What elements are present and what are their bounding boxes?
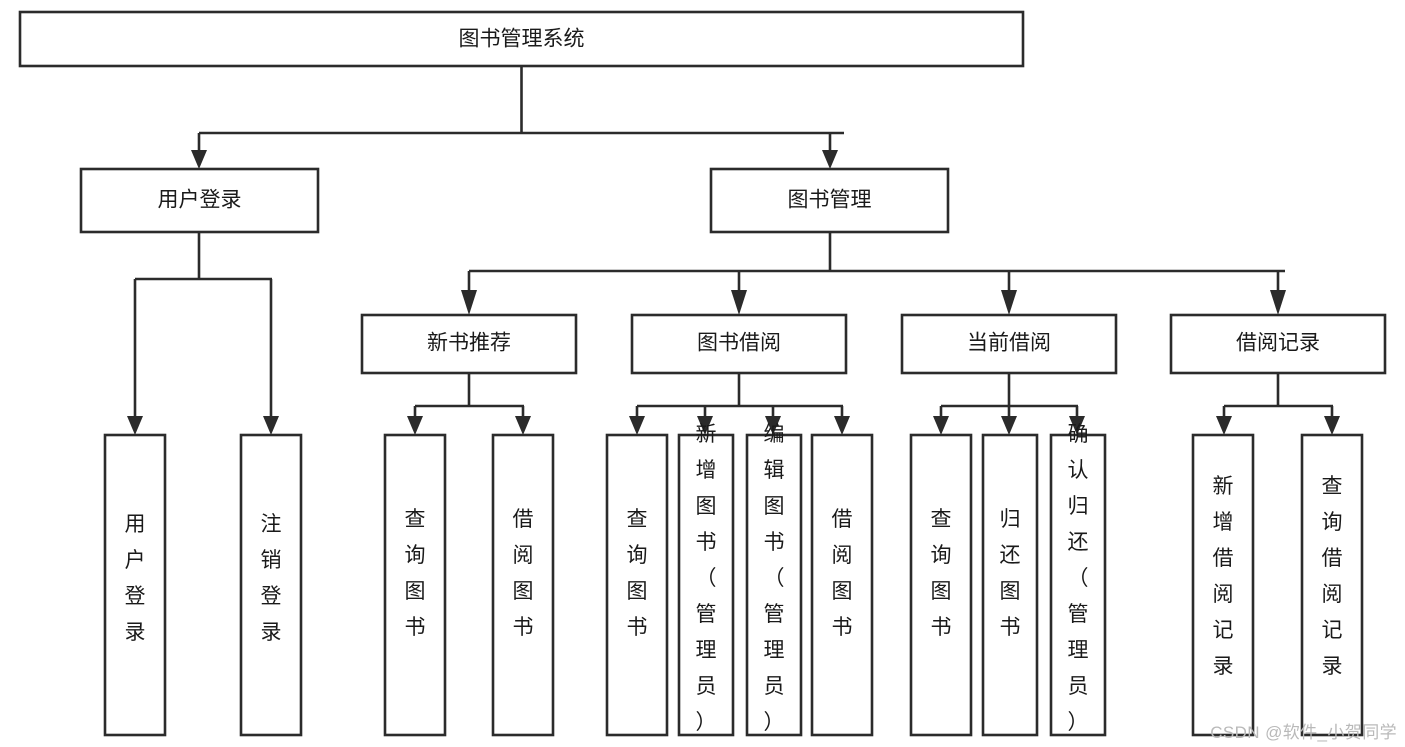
connector-group-new-book-rec-to-leaves [407,373,531,435]
node-leaf-confirm-return-box[interactable] [1049,433,1107,737]
node-leaf-edit-book-box[interactable] [745,433,803,737]
node-book-manage-box[interactable] [709,167,950,234]
node-leaf-logout[interactable]: 注销登录 [239,433,303,737]
connector-group-book-borrow-to-leaves [629,373,850,435]
node-leaf-query-record-label: 查询借阅记录 [1322,475,1343,678]
node-leaf-add-book[interactable]: 新增图书（管理员） [677,423,735,737]
arrowhead-book-borrow [731,290,747,315]
arrowhead-borrow-record [1270,290,1286,315]
node-leaf-add-record[interactable]: 新增借阅记录 [1191,433,1255,737]
arrowhead-current-borrow [1001,290,1017,315]
node-book-borrow-box[interactable] [630,313,848,375]
connector-group-user-login-to-leaves [127,232,279,435]
node-leaf-confirm-return-label: 确认归还（管理员） [1068,423,1089,734]
node-leaf-user-login-box[interactable] [103,433,167,737]
arrowhead-leaf-edit-book [765,416,781,435]
connector-group-root-to-level2 [191,66,844,169]
node-book-borrow-label: 图书借阅 [697,332,781,355]
node-leaf-query-book-1[interactable]: 查询图书 [383,433,447,737]
node-borrow-record[interactable]: 借阅记录 [1169,313,1387,375]
arrowhead-leaf-add-book [697,416,713,435]
node-root-label: 图书管理系统 [459,28,585,51]
node-leaf-add-record-label: 新增借阅记录 [1213,475,1234,678]
arrowhead-book-manage [822,150,838,169]
node-new-book-rec-box[interactable] [360,313,578,375]
node-leaf-query-book-1-label: 查询图书 [405,508,426,639]
node-leaf-edit-book[interactable]: 编辑图书（管理员） [745,423,803,737]
arrowhead-leaf-add-record [1216,416,1232,435]
node-borrow-record-label: 借阅记录 [1236,332,1320,355]
node-book-borrow[interactable]: 图书借阅 [630,313,848,375]
node-leaf-logout-box[interactable] [239,433,303,737]
arrowhead-leaf-return-book [1001,416,1017,435]
node-leaf-confirm-return[interactable]: 确认归还（管理员） [1049,423,1107,737]
node-leaf-query-book-3-box[interactable] [909,433,973,737]
node-leaf-user-login-label: 用户登录 [125,513,146,644]
node-leaf-borrow-book-2[interactable]: 借阅图书 [810,433,874,737]
node-leaf-borrow-book-1[interactable]: 借阅图书 [491,433,555,737]
arrowhead-leaf-borrow-book-2 [834,416,850,435]
node-root[interactable]: 图书管理系统 [18,10,1025,68]
node-new-book-rec-label: 新书推荐 [427,332,511,355]
node-leaf-add-book-label: 新增图书（管理员） [696,423,717,734]
node-borrow-record-box[interactable] [1169,313,1387,375]
node-leaf-query-record[interactable]: 查询借阅记录 [1300,433,1364,737]
node-current-borrow-box[interactable] [900,313,1118,375]
node-user-login-box[interactable] [79,167,320,234]
node-leaf-edit-book-label: 编辑图书（管理员） [764,423,785,734]
node-book-manage-label: 图书管理 [788,189,872,212]
arrowhead-new-book-rec [461,290,477,315]
node-leaf-borrow-book-2-box[interactable] [810,433,874,737]
node-leaf-borrow-book-1-label: 借阅图书 [513,508,534,639]
node-leaf-borrow-book-1-box[interactable] [491,433,555,737]
node-leaf-return-book-box[interactable] [981,433,1039,737]
node-leaf-query-book-1-box[interactable] [383,433,447,737]
connector-group-current-borrow-to-leaves [933,373,1085,435]
node-leaf-query-book-2-label: 查询图书 [627,508,648,639]
connector-group-book-manage-to-level3 [461,232,1286,315]
node-leaf-borrow-book-2-label: 借阅图书 [832,508,853,639]
node-user-login[interactable]: 用户登录 [79,167,320,234]
arrowhead-leaf-borrow-book-1 [515,416,531,435]
arrowhead-leaf-query-book-3 [933,416,949,435]
arrowhead-leaf-query-book-2 [629,416,645,435]
node-book-manage[interactable]: 图书管理 [709,167,950,234]
node-leaf-query-book-3-label: 查询图书 [931,508,952,639]
node-leaf-query-book-2[interactable]: 查询图书 [605,433,669,737]
node-leaf-add-record-box[interactable] [1191,433,1255,737]
node-leaf-add-book-box[interactable] [677,433,735,737]
node-leaf-query-book-3[interactable]: 查询图书 [909,433,973,737]
arrowhead-leaf-query-book-1 [407,416,423,435]
node-new-book-rec[interactable]: 新书推荐 [360,313,578,375]
csdn-watermark: CSDN @软件_小贺同学 [1210,723,1397,742]
node-user-login-label: 用户登录 [158,189,242,212]
node-leaf-return-book-label: 归还图书 [1000,508,1021,639]
connector-group-borrow-record-to-leaves [1216,373,1340,435]
node-current-borrow-label: 当前借阅 [967,332,1051,355]
node-leaf-user-login[interactable]: 用户登录 [103,433,167,737]
arrowhead-leaf-user-login [127,416,143,435]
node-root-box[interactable] [18,10,1025,68]
node-leaf-query-book-2-box[interactable] [605,433,669,737]
arrowhead-leaf-query-record [1324,416,1340,435]
node-leaf-query-record-box[interactable] [1300,433,1364,737]
arrowhead-leaf-logout [263,416,279,435]
node-leaf-logout-label: 注销登录 [261,513,282,644]
arrowhead-leaf-confirm-return [1069,416,1085,435]
arrowhead-user-login [191,150,207,169]
node-current-borrow[interactable]: 当前借阅 [900,313,1118,375]
node-leaf-return-book[interactable]: 归还图书 [981,433,1039,737]
